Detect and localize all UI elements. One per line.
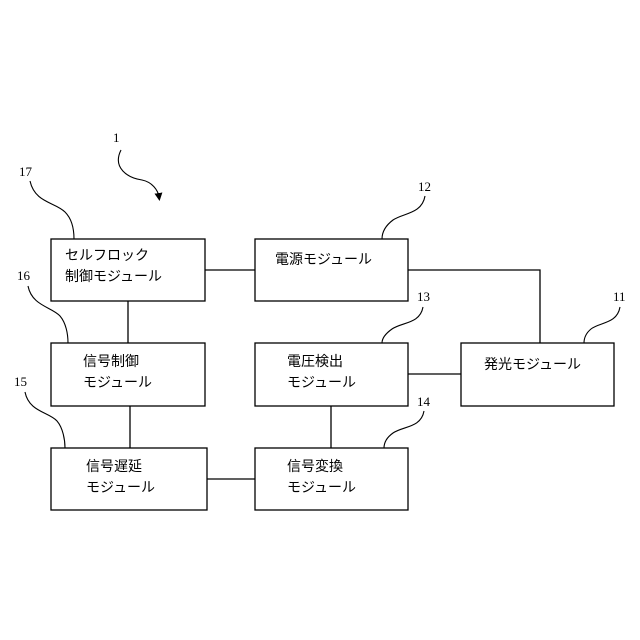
leader-12 <box>382 196 425 239</box>
module-label-line2: モジュール <box>287 480 356 496</box>
module-voltage-detection: 電圧検出 モジュール 13 <box>255 289 430 406</box>
module-light-emitting: 発光モジュール 11 <box>461 289 626 406</box>
conn-power-light <box>408 270 540 343</box>
module-box <box>255 448 408 510</box>
module-label-line1: 信号制御 <box>83 354 139 370</box>
module-label-line1: 発光モジュール <box>484 357 581 373</box>
reference-12: 12 <box>418 179 431 194</box>
module-label-line2: モジュール <box>287 375 356 391</box>
leader-11 <box>584 307 620 343</box>
module-label-line2: モジュール <box>83 375 152 391</box>
leader-14 <box>384 411 424 448</box>
reference-16: 16 <box>17 268 31 283</box>
module-label-line1: セルフロック <box>65 248 149 264</box>
module-label-line2: モジュール <box>86 480 155 496</box>
reference-17: 17 <box>19 164 33 179</box>
leader-13 <box>382 307 423 343</box>
module-label-line1: 信号遅延 <box>86 459 142 475</box>
reference-11: 11 <box>613 289 626 304</box>
module-label-line1: 電圧検出 <box>287 354 343 370</box>
module-label-line1: 電源モジュール <box>275 252 372 268</box>
reference-1: 1 <box>113 130 120 145</box>
module-self-lock-control: セルフロック 制御モジュール 17 <box>19 164 205 301</box>
module-power: 電源モジュール 12 <box>255 179 431 301</box>
reference-1-arrow <box>118 150 159 197</box>
reference-14: 14 <box>417 394 431 409</box>
module-box <box>255 239 408 301</box>
reference-13: 13 <box>417 289 430 304</box>
module-box <box>461 343 614 406</box>
module-box <box>51 448 207 510</box>
leader-17 <box>30 181 74 239</box>
module-label-line1: 信号変換 <box>287 458 343 475</box>
reference-15: 15 <box>14 374 27 389</box>
module-label-line2: 制御モジュール <box>65 269 162 285</box>
module-signal-conversion: 信号変換 モジュール 14 <box>255 394 431 510</box>
